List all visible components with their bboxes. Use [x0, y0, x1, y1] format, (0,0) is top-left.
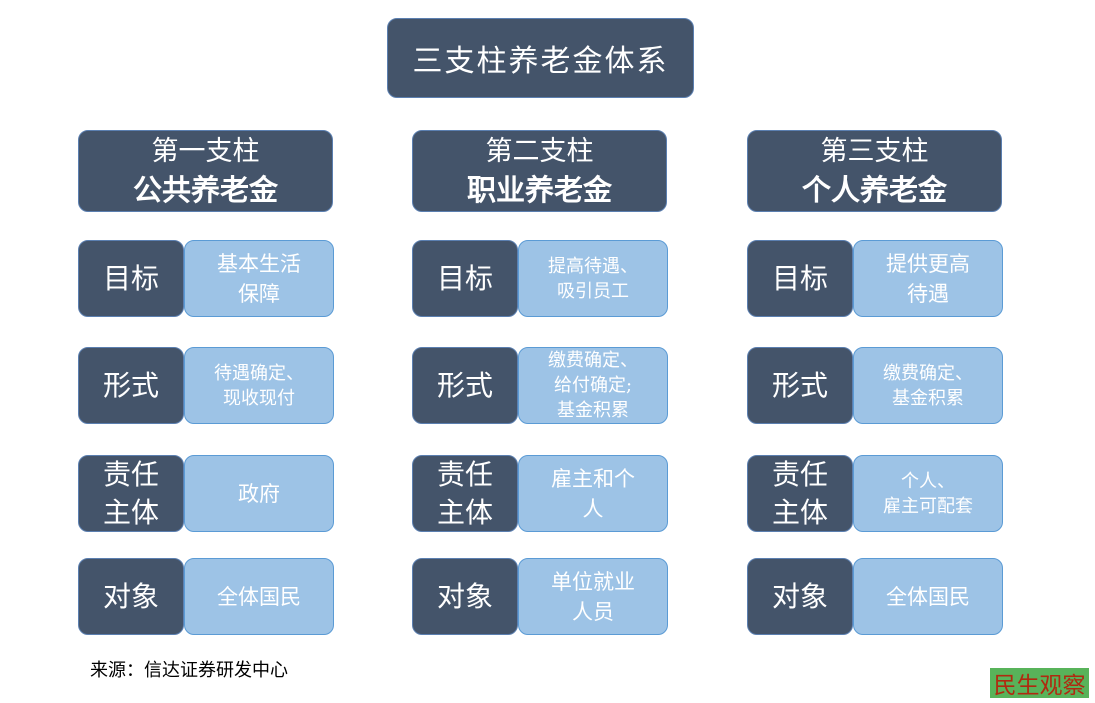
- pillar-name: 个人养老金: [801, 173, 947, 207]
- form-label: 形式: [78, 347, 184, 424]
- coverage-value: 全体国民: [853, 558, 1003, 635]
- goal-label: 目标: [412, 240, 518, 317]
- form-value: 缴费确定、 基金积累: [853, 347, 1003, 424]
- responsible-party-label: 责任 主体: [412, 455, 518, 532]
- responsible-party-label: 责任 主体: [747, 455, 853, 532]
- form-label: 形式: [412, 347, 518, 424]
- form-value: 待遇确定、 现收现付: [184, 347, 334, 424]
- responsible-party-value: 个人、 雇主可配套: [853, 455, 1003, 532]
- coverage-value: 全体国民: [184, 558, 334, 635]
- responsible-party-label: 责任 主体: [78, 455, 184, 532]
- form-label: 形式: [747, 347, 853, 424]
- watermark-badge: 民生观察: [990, 668, 1089, 699]
- pillar-number: 第三支柱: [820, 136, 929, 167]
- goal-label: 目标: [78, 240, 184, 317]
- coverage-label: 对象: [412, 558, 518, 635]
- form-value: 缴费确定、 给付确定; 基金积累: [518, 347, 668, 424]
- first-pillar-header: 第一支柱 公共养老金: [78, 130, 333, 212]
- responsible-party-value: 雇主和个 人: [518, 455, 668, 532]
- pillar-number: 第二支柱: [485, 136, 594, 167]
- coverage-label: 对象: [747, 558, 853, 635]
- pillar-name: 职业养老金: [466, 173, 612, 207]
- goal-value: 基本生活 保障: [184, 240, 334, 317]
- responsible-party-value: 政府: [184, 455, 334, 532]
- goal-value: 提高待遇、 吸引员工: [518, 240, 668, 317]
- third-pillar-header: 第三支柱 个人养老金: [747, 130, 1002, 212]
- second-pillar-header: 第二支柱 职业养老金: [412, 130, 667, 212]
- diagram-title: 三支柱养老金体系: [387, 18, 694, 98]
- goal-value: 提供更高 待遇: [853, 240, 1003, 317]
- pillar-number: 第一支柱: [151, 136, 260, 167]
- pillar-name: 公共养老金: [132, 173, 278, 207]
- coverage-label: 对象: [78, 558, 184, 635]
- goal-label: 目标: [747, 240, 853, 317]
- coverage-value: 单位就业 人员: [518, 558, 668, 635]
- source-note: 来源：信达证券研发中心: [90, 660, 288, 681]
